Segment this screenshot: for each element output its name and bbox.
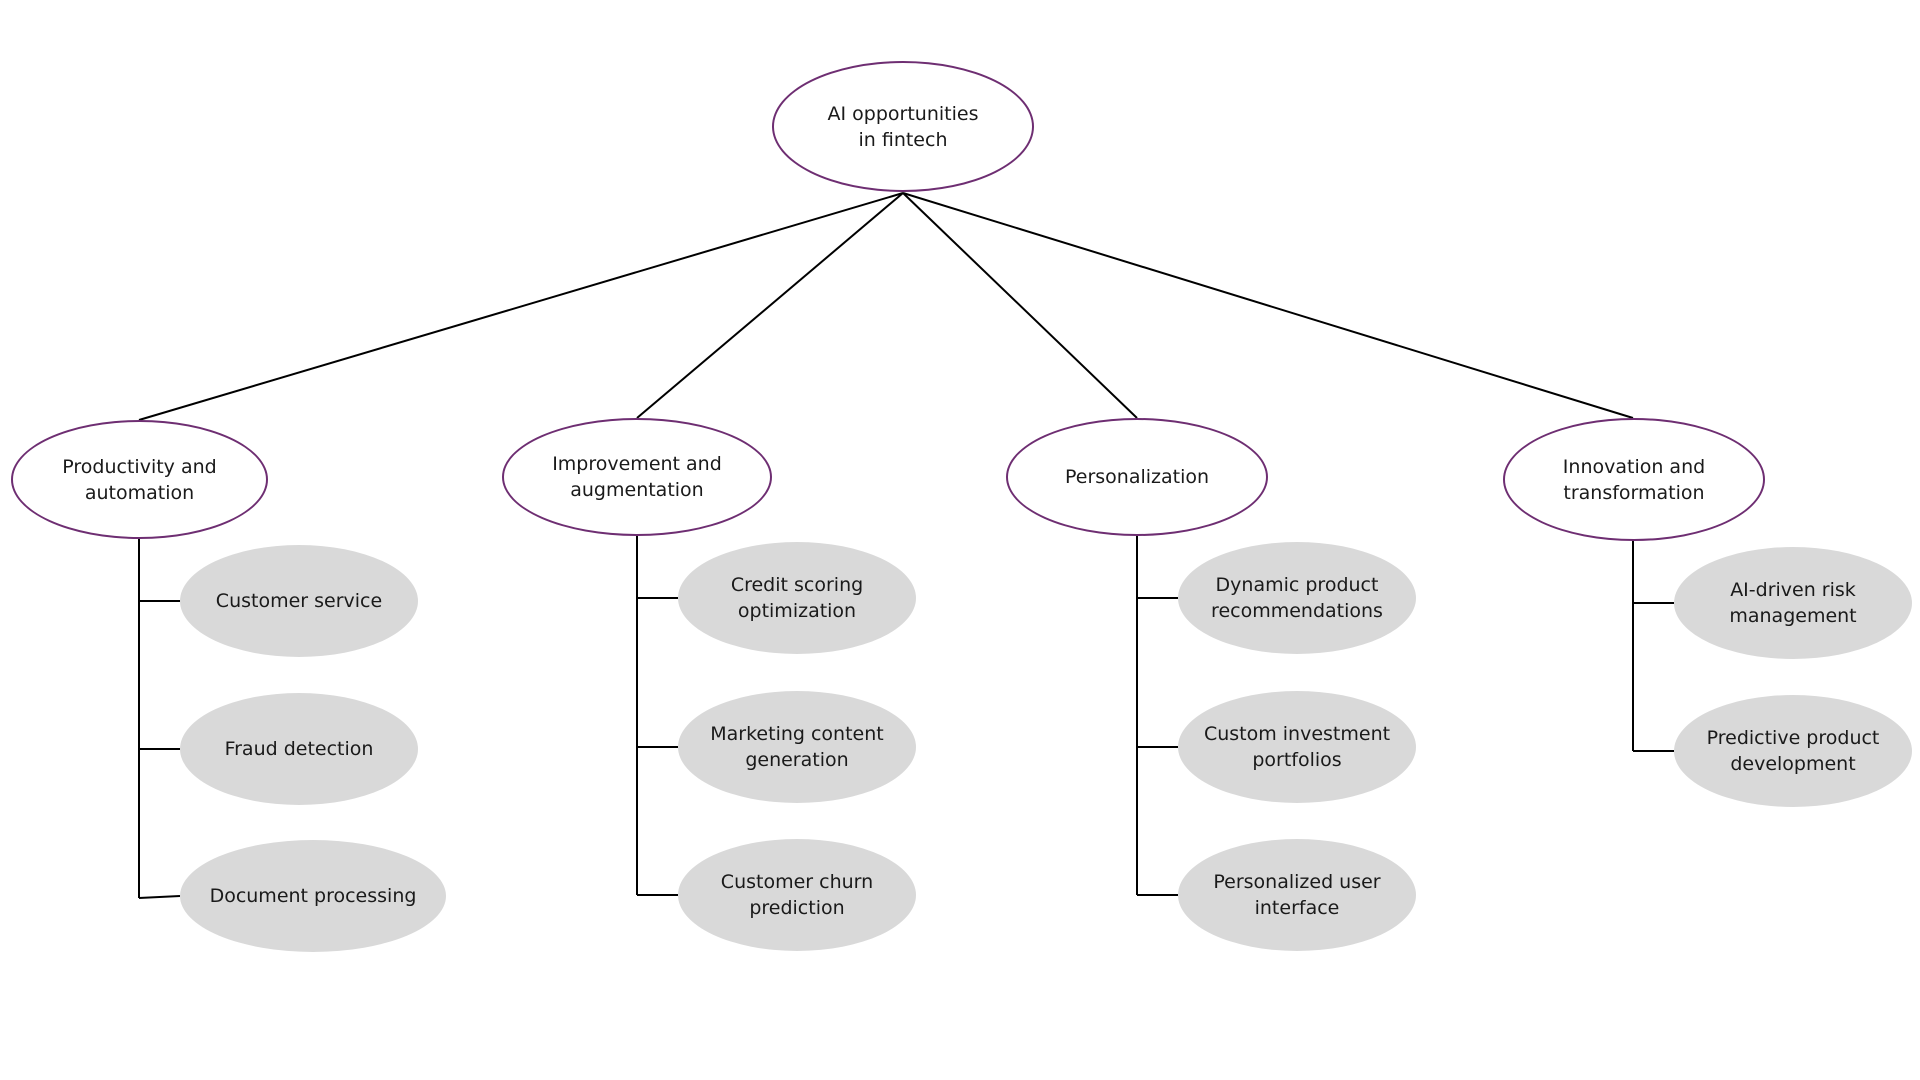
- leaf-credit-scoring-optimization: Credit scoring optimization: [678, 542, 916, 654]
- leaf-fraud-detection: Fraud detection: [180, 693, 418, 805]
- leaf-ai-driven-risk-management: AI-driven risk management: [1674, 547, 1912, 659]
- leaf-custom-investment-portfolios: Custom investment portfolios: [1178, 691, 1416, 803]
- category-node-improvement: Improvement and augmentation: [502, 418, 772, 536]
- leaf-marketing-content-generation: Marketing content generation: [678, 691, 916, 803]
- connector-root-to-personalization: [902, 192, 1138, 419]
- leaf-personalized-user-interface: Personalized user interface: [1178, 839, 1416, 951]
- leaf-predictive-product-development: Predictive product development: [1674, 695, 1912, 807]
- connector-root-to-improvement: [636, 192, 904, 419]
- category-node-productivity: Productivity and automation: [11, 420, 268, 539]
- leaf-dynamic-product-recommendations: Dynamic product recommendations: [1178, 542, 1416, 654]
- connector-root-to-innovation: [902, 192, 1634, 419]
- leaf-customer-churn-prediction: Customer churn prediction: [678, 839, 916, 951]
- connector-root-to-productivity: [138, 192, 904, 421]
- leaf-document-processing: Document processing: [180, 840, 446, 952]
- leaf-customer-service: Customer service: [180, 545, 418, 657]
- connector-branch-document-processing: [138, 895, 181, 899]
- category-node-innovation: Innovation and transformation: [1503, 418, 1765, 541]
- category-node-personalization: Personalization: [1006, 418, 1268, 536]
- root-node: AI opportunities in fintech: [772, 61, 1034, 192]
